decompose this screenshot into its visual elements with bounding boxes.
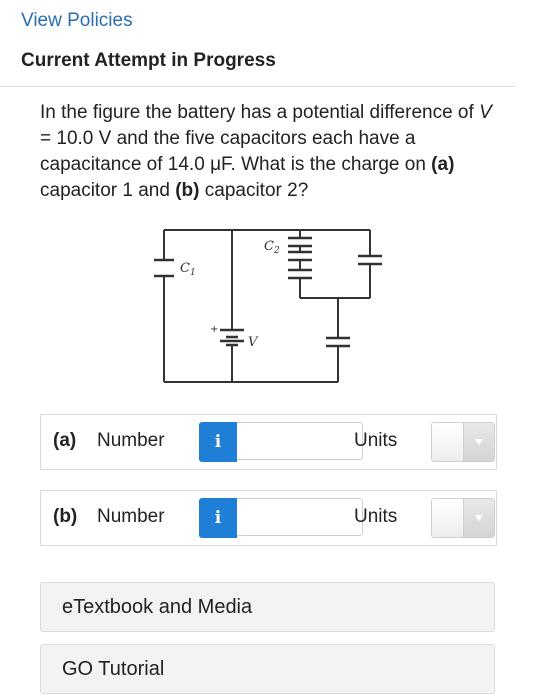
info-icon[interactable]: i [199, 498, 237, 538]
units-select-a[interactable] [431, 422, 495, 462]
part-label-b: (b) [53, 506, 78, 527]
attempt-header: Current Attempt in Progress [0, 36, 516, 87]
info-icon[interactable]: i [199, 422, 237, 462]
question-part-3: capacitor 1 and [40, 180, 176, 201]
answer-row-b: (b) Number i Units [40, 490, 497, 546]
number-input-b[interactable] [237, 498, 363, 536]
answer-row-a: (a) Number i Units [40, 414, 497, 470]
units-select-b[interactable] [431, 498, 495, 538]
units-dropdown-toggle[interactable] [463, 423, 494, 461]
units-label-b: Units [354, 506, 398, 527]
view-policies-link[interactable]: View Policies [21, 10, 133, 31]
go-tutorial-label: GO Tutorial [62, 658, 165, 680]
label-plus: + [210, 324, 218, 335]
label-c1: C1 [180, 261, 196, 278]
question-label-a: (a) [431, 154, 455, 175]
circuit-diagram: C1 C2 V + [154, 229, 382, 383]
etextbook-button[interactable]: eTextbook and Media [40, 582, 495, 632]
question-text: In the figure the battery has a potentia… [40, 100, 500, 204]
page-title: Current Attempt in Progress [21, 50, 276, 71]
question-var-v: V [479, 102, 492, 123]
number-label-b: Number [97, 506, 165, 527]
number-label-a: Number [97, 430, 165, 451]
etextbook-label: eTextbook and Media [62, 596, 253, 618]
units-dropdown-toggle[interactable] [463, 499, 494, 537]
question-part-4: capacitor 2? [199, 180, 309, 201]
label-c2: C2 [264, 239, 280, 256]
question-part-1: In the figure the battery has a potentia… [40, 102, 480, 123]
go-tutorial-button[interactable]: GO Tutorial [40, 644, 495, 694]
label-v: V [248, 335, 259, 350]
chevron-down-icon [475, 439, 483, 445]
number-input-a[interactable] [237, 422, 363, 460]
question-part-2: = 10.0 V and the five capacitors each ha… [40, 128, 432, 175]
question-label-b: (b) [175, 180, 200, 201]
units-label-a: Units [354, 430, 398, 451]
chevron-down-icon [475, 515, 483, 521]
part-label-a: (a) [53, 430, 77, 451]
